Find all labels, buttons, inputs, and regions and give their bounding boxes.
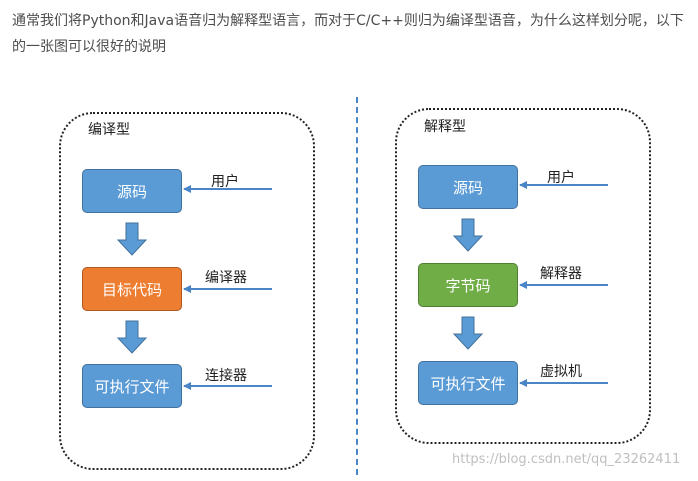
compiled-title: 编译型 bbox=[88, 122, 130, 138]
intro-paragraph: 通常我们将Python和Java语音归为解释型语言，而对于C/C++则归为编译型… bbox=[12, 13, 684, 55]
interpreted-title: 解释型 bbox=[424, 119, 466, 135]
interpreted-down-arrow-2 bbox=[452, 316, 484, 350]
compiled-user-label: 用户 bbox=[211, 174, 239, 190]
compiled-linker-label: 连接器 bbox=[205, 368, 247, 384]
interpreted-vm-label: 虚拟机 bbox=[540, 364, 582, 380]
compiled-executable-box: 可执行文件 bbox=[82, 364, 182, 408]
interpreted-user-label: 用户 bbox=[547, 170, 575, 186]
interpreted-interpreter-label: 解释器 bbox=[540, 266, 582, 282]
interpreted-source-box: 源码 bbox=[418, 165, 518, 209]
compiled-down-arrow-2 bbox=[116, 320, 148, 354]
compiled-compiler-label: 编译器 bbox=[205, 270, 247, 286]
compiled-source-box: 源码 bbox=[82, 169, 182, 213]
interpreted-group bbox=[395, 108, 651, 444]
interpreted-bytecode-box: 字节码 bbox=[418, 263, 518, 307]
compiled-group bbox=[59, 112, 315, 470]
interpreted-executable-box: 可执行文件 bbox=[418, 361, 518, 405]
interpreted-down-arrow-1 bbox=[452, 218, 484, 252]
watermark: https://blog.csdn.net/qq_23262411 bbox=[452, 452, 681, 467]
compiled-down-arrow-1 bbox=[116, 222, 148, 256]
divider-line bbox=[356, 97, 358, 475]
compiled-object-box: 目标代码 bbox=[82, 267, 182, 311]
